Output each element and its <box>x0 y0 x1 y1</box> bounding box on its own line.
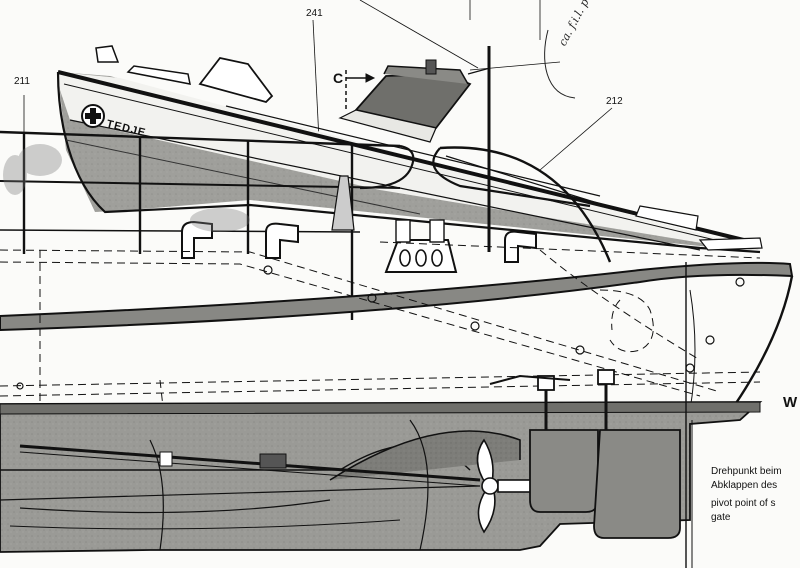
propeller-shaft <box>0 444 481 501</box>
propeller-icon <box>476 438 533 534</box>
rudders <box>489 369 681 539</box>
handwritten-curve <box>544 29 576 99</box>
note-german-line-2: Abklappen des <box>711 480 778 491</box>
ref-label-212: 212 <box>606 96 623 107</box>
note-english-line-2: gate <box>711 512 731 523</box>
section-arrow-icon <box>345 70 376 112</box>
waterline-mark: W <box>783 394 798 411</box>
dashed-construction-lines <box>0 241 761 481</box>
deck-fittings <box>181 175 537 273</box>
railing-frame <box>0 130 621 320</box>
cabin <box>95 45 763 251</box>
bolt-markers <box>16 265 745 390</box>
note-german-line-1: Drehpunkt beim <box>711 466 782 477</box>
section-marker: C <box>333 70 344 86</box>
mast <box>467 46 491 252</box>
ref-label-241: 241 <box>306 8 323 19</box>
note-english-line-1: pivot point of s <box>711 498 776 509</box>
stains <box>3 144 250 232</box>
ref-label-211: 211 <box>14 76 30 87</box>
cross-in-circle-icon <box>81 104 105 128</box>
main-deck <box>0 261 794 413</box>
pivot-note: Drehpunkt beim Abklappen des pivot point… <box>711 465 782 525</box>
